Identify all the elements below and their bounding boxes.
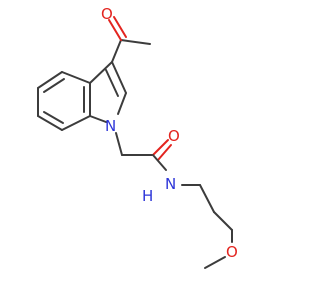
bond-camide-o-2 <box>157 144 172 161</box>
bond-ch2a-ch2b <box>199 184 215 213</box>
bond-o-ch3 <box>204 256 226 269</box>
bond-ccarbonyl-o-2 <box>113 16 127 38</box>
oxygen-ketone-label: O <box>101 5 113 23</box>
hydrogen-amide-label: H <box>142 187 153 205</box>
bond-aromatic-inner-2 <box>43 111 64 124</box>
bond-camide-o-1 <box>152 139 169 156</box>
bond-c3-ccarbonyl <box>111 39 122 63</box>
oxygen-ether-label: O <box>226 243 238 261</box>
molecule-structure-diagram: O N O N H O <box>37 5 238 269</box>
bond-c3-c2-inner <box>105 69 119 97</box>
oxygen-amide-label: O <box>168 127 180 145</box>
bond-c3a-c3 <box>89 61 113 84</box>
bond-ccarbonyl-o-1 <box>108 19 122 41</box>
bond-camide-n <box>152 154 167 171</box>
bond-c7-c7a <box>61 115 91 131</box>
bond-ccarbonyl-methyl <box>120 39 151 45</box>
bond-c6-c7 <box>37 115 63 131</box>
bond-n1-ch2 <box>115 132 123 156</box>
bond-c3-c2 <box>111 61 127 94</box>
nitrogen-amide-label: N <box>165 175 176 193</box>
bond-c3a-c4 <box>61 71 91 84</box>
bond-ch2b-ch2c <box>213 211 233 231</box>
bond-n1-c7a <box>89 115 107 123</box>
bond-aromatic-inner-1 <box>43 78 65 93</box>
nitrogen-indole-label: N <box>105 117 116 135</box>
bond-c2-n1 <box>117 92 127 115</box>
bond-c4-c5 <box>37 71 63 89</box>
